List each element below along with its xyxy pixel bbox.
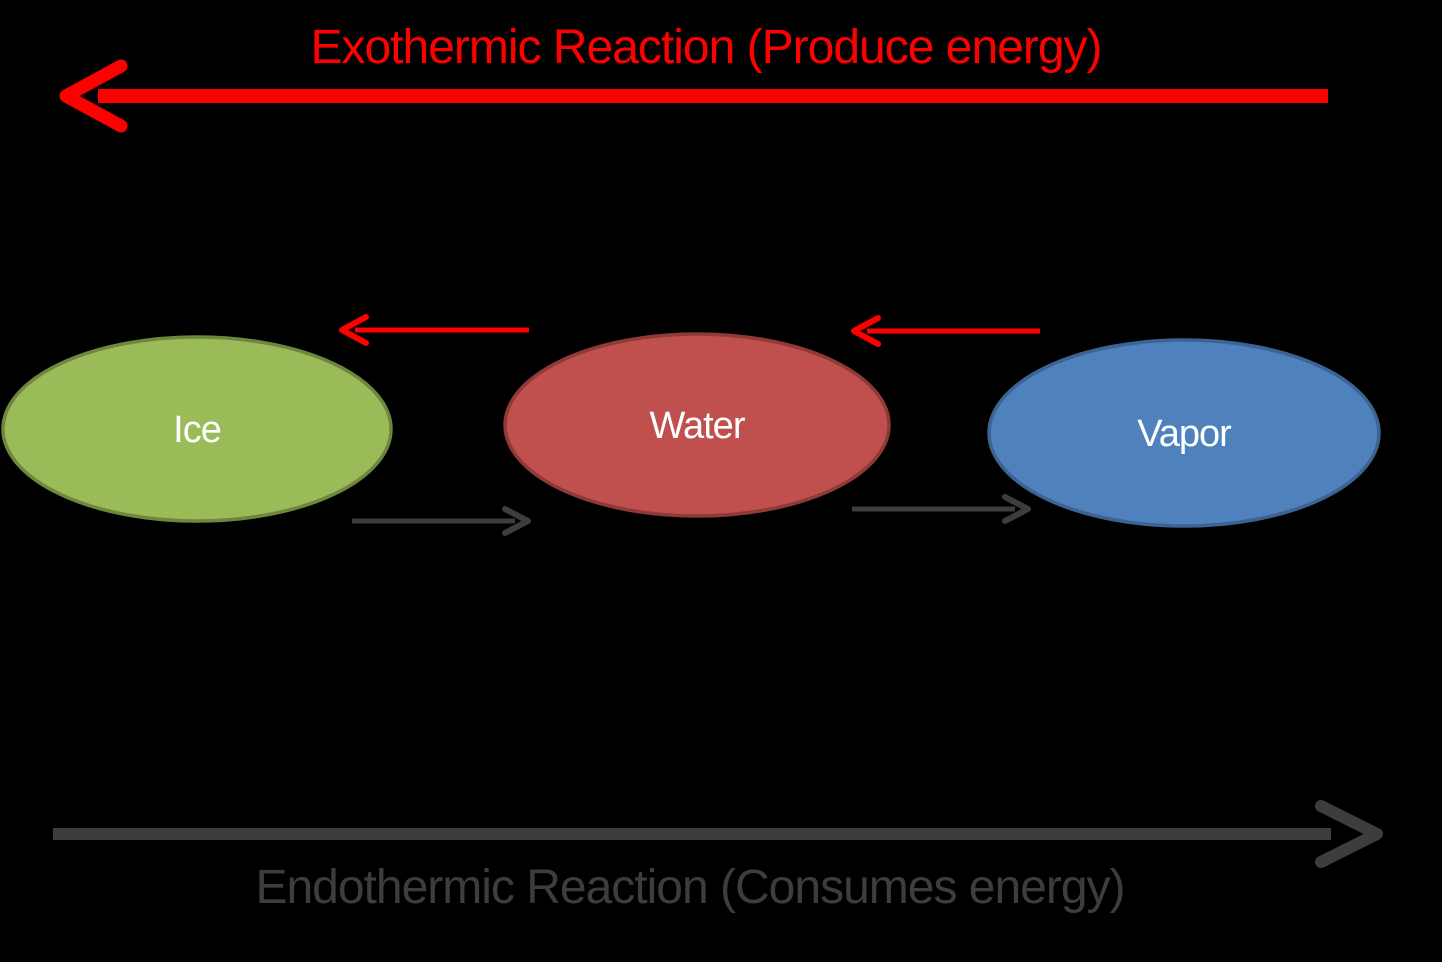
evaporation-arrow (852, 494, 1031, 524)
melting-arrow (352, 506, 531, 536)
vapor-label: Vapor (1137, 413, 1232, 455)
freezing-arrow (339, 314, 529, 346)
condensation-arrowhead-icon (851, 315, 881, 347)
freezing-arrowhead-icon (339, 314, 369, 346)
water-ellipse (503, 332, 891, 518)
exothermic-arrowhead-icon (59, 59, 128, 133)
endothermic-arrow (53, 800, 1383, 868)
water-label: Water (650, 405, 746, 447)
endothermic-arrowhead-icon (1315, 800, 1383, 868)
condensation-arrow (851, 315, 1040, 347)
endothermic-title: Endothermic Reaction (Consumes energy) (255, 861, 1125, 914)
ice-label: Ice (173, 409, 221, 451)
node-vapor: Vapor (987, 338, 1381, 528)
ice-ellipse (1, 335, 393, 523)
vapor-ellipse (987, 338, 1381, 528)
exothermic-arrow (59, 59, 1328, 133)
evaporation-arrowhead-icon (1002, 494, 1031, 524)
melting-arrowhead-icon (502, 506, 531, 536)
node-ice: Ice (1, 335, 393, 523)
node-water: Water (503, 332, 891, 518)
exothermic-title: Exothermic Reaction (Produce energy) (310, 21, 1102, 74)
